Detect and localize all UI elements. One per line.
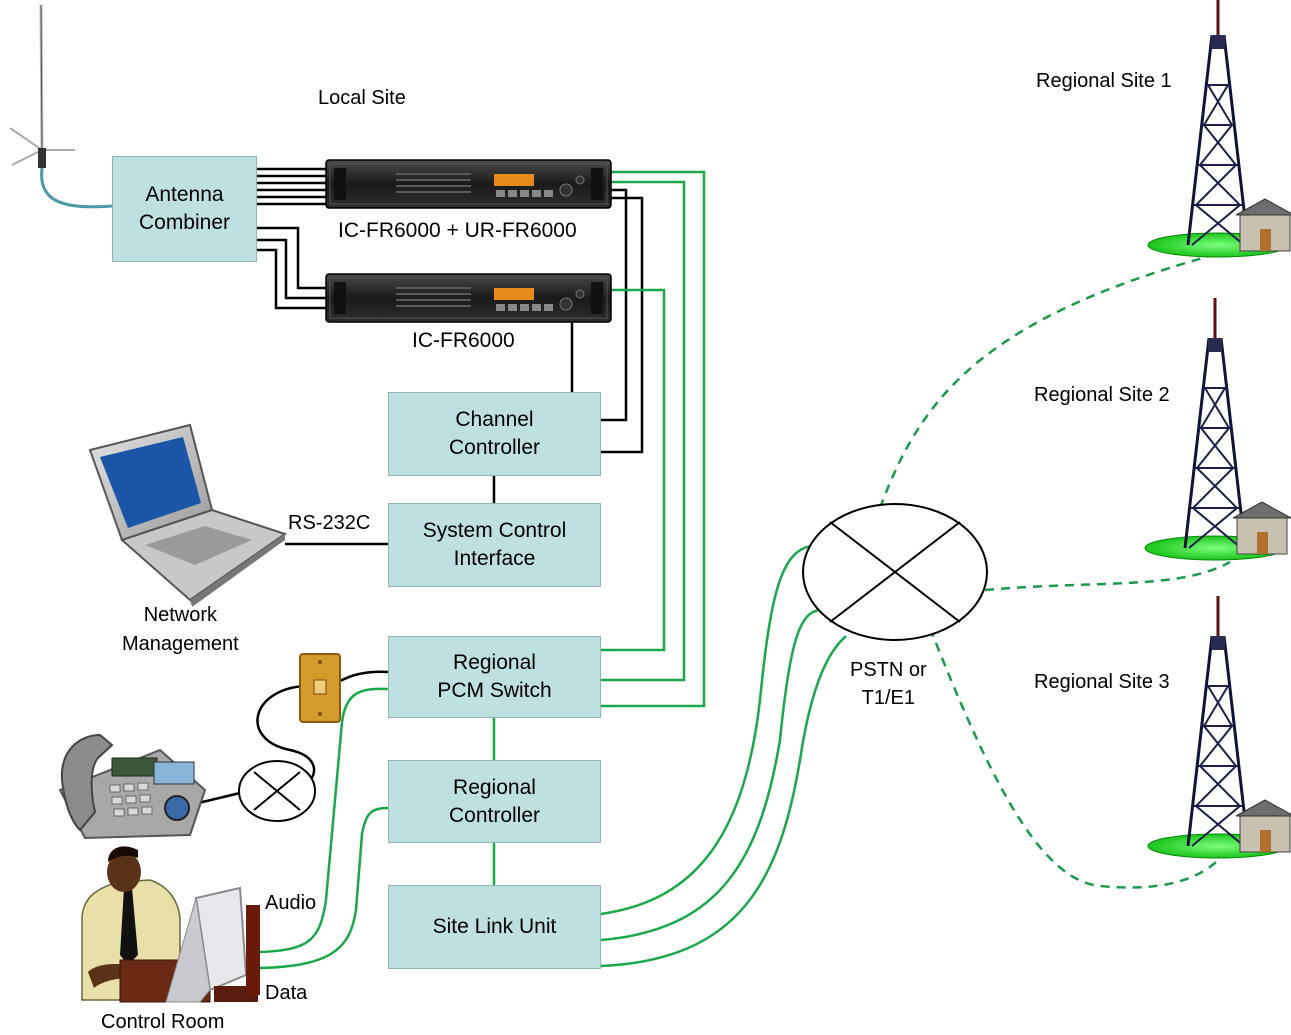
regional-pcm-switch-box: Regional PCM Switch	[388, 636, 601, 718]
desk-phone-icon	[58, 733, 207, 840]
tower-icon-regional-site-3	[1146, 594, 1291, 860]
data-label: Data	[265, 982, 308, 1004]
radio-ic-fr6000	[325, 273, 612, 323]
audio-label: Audio	[265, 892, 317, 914]
tower-icon-regional-site-1	[1146, 0, 1291, 259]
regional-controller-box: Regional Controller	[388, 760, 601, 843]
local-site-label: Local Site	[318, 87, 406, 109]
regional-site-2-label: Regional Site 2	[1034, 384, 1170, 406]
control-wires	[189, 167, 644, 807]
channel-controller-box: Channel Controller	[388, 392, 601, 476]
rs232-label: RS-232C	[288, 512, 371, 534]
tower-icon-regional-site-2	[1143, 296, 1291, 562]
radio-bottom-label: IC-FR6000	[412, 329, 515, 352]
site-link-unit-box: Site Link Unit	[388, 885, 601, 969]
control-room-label: Control Room	[101, 1011, 225, 1033]
regional-site-1-label: Regional Site 1	[1036, 70, 1172, 92]
radio-ic-fr6000-ur-fr6000	[325, 159, 612, 209]
phone-line-switch-icon	[238, 760, 316, 822]
operator-icon	[81, 846, 260, 1003]
network-management-label: Network Management	[122, 604, 239, 655]
antenna-combiner-box: Antenna Combiner	[112, 156, 257, 262]
system-control-interface-box: System Control Interface	[388, 503, 601, 587]
audio-links	[259, 170, 847, 970]
regional-links	[878, 254, 1231, 889]
radio-top-label: IC-FR6000 + UR-FR6000	[338, 219, 577, 242]
pstn-label: PSTN or T1/E1	[850, 659, 927, 709]
antenna-icon	[9, 4, 113, 209]
pstn-switch-icon	[802, 503, 988, 641]
regional-site-3-label: Regional Site 3	[1034, 671, 1170, 693]
wall-jack-icon	[299, 653, 341, 723]
laptop-icon	[88, 423, 288, 607]
